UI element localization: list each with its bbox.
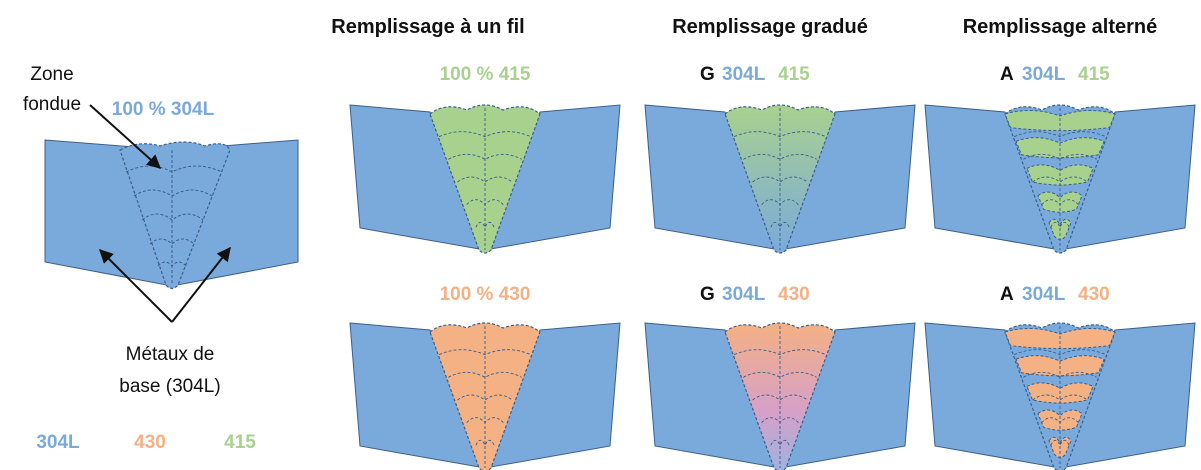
panel-graded-430: [644, 322, 916, 470]
header-alternate: Remplissage alterné: [963, 16, 1158, 38]
panel-alternate-430: [924, 322, 1196, 470]
legend: 304L 430 415: [36, 432, 256, 453]
legend-304L: 304L: [36, 432, 80, 453]
weld-passes: [733, 108, 827, 250]
weld-passes: [125, 150, 223, 285]
alt-304L-bottom: 304L: [1022, 284, 1066, 305]
alternate-layer: [1015, 355, 1105, 377]
graded-prefix-bottom: G: [700, 284, 715, 305]
graded-430-bottom: 430: [778, 284, 810, 305]
base-panel-label: 100 % 304L: [112, 99, 215, 120]
graded-415-top: 415: [778, 64, 810, 85]
header-single-wire: Remplissage à un fil: [331, 16, 524, 38]
legend-415: 415: [224, 432, 256, 453]
panel-single-430: [349, 322, 621, 470]
label-graded-415: G 304L 415: [700, 64, 810, 85]
panel-base-304L: [44, 139, 299, 290]
alt-430-bottom: 430: [1078, 284, 1110, 305]
panel-graded-415: [644, 104, 916, 254]
weld-passes: [733, 326, 827, 468]
graded-304L-bottom: 304L: [722, 284, 766, 305]
zone-fondue-label-1: Zone: [30, 64, 73, 85]
alt-prefix-top: A: [1000, 64, 1014, 85]
arrow-to-weld: [89, 104, 162, 169]
panel-alternate-415: [924, 104, 1196, 254]
weld-passes: [1013, 326, 1107, 468]
weld-zone: [119, 141, 231, 290]
alt-415-top: 415: [1078, 64, 1110, 85]
graded-304L-top: 304L: [722, 64, 766, 85]
alt-prefix-bottom: A: [1000, 284, 1014, 305]
label-graded-430: G 304L 430: [700, 284, 810, 305]
weld-passes: [438, 326, 532, 468]
label-single-415: 100 % 415: [440, 64, 531, 85]
base-metal-label-2: base (304L): [119, 376, 220, 397]
weld-passes: [438, 108, 532, 250]
weld-passes: [1013, 108, 1107, 250]
label-alternate-430: A 304L 430: [1000, 284, 1110, 305]
arrow-to-right-base: [171, 246, 231, 323]
alternate-layer: [1015, 137, 1105, 159]
arrow-to-left-base: [99, 249, 173, 323]
base-metal-label-1: Métaux de: [126, 344, 215, 365]
alternate-layer: [1037, 191, 1083, 213]
weld-panels: [349, 104, 1196, 470]
panel-single-415: [349, 104, 621, 254]
alt-304L-top: 304L: [1022, 64, 1066, 85]
legend-430: 430: [134, 432, 166, 453]
alternate-layer: [1037, 409, 1083, 431]
header-graded: Remplissage gradué: [672, 16, 868, 38]
label-alternate-415: A 304L 415: [1000, 64, 1110, 85]
zone-fondue-label-2: fondue: [23, 94, 81, 115]
label-single-430: 100 % 430: [440, 284, 531, 305]
graded-prefix-top: G: [700, 64, 715, 85]
